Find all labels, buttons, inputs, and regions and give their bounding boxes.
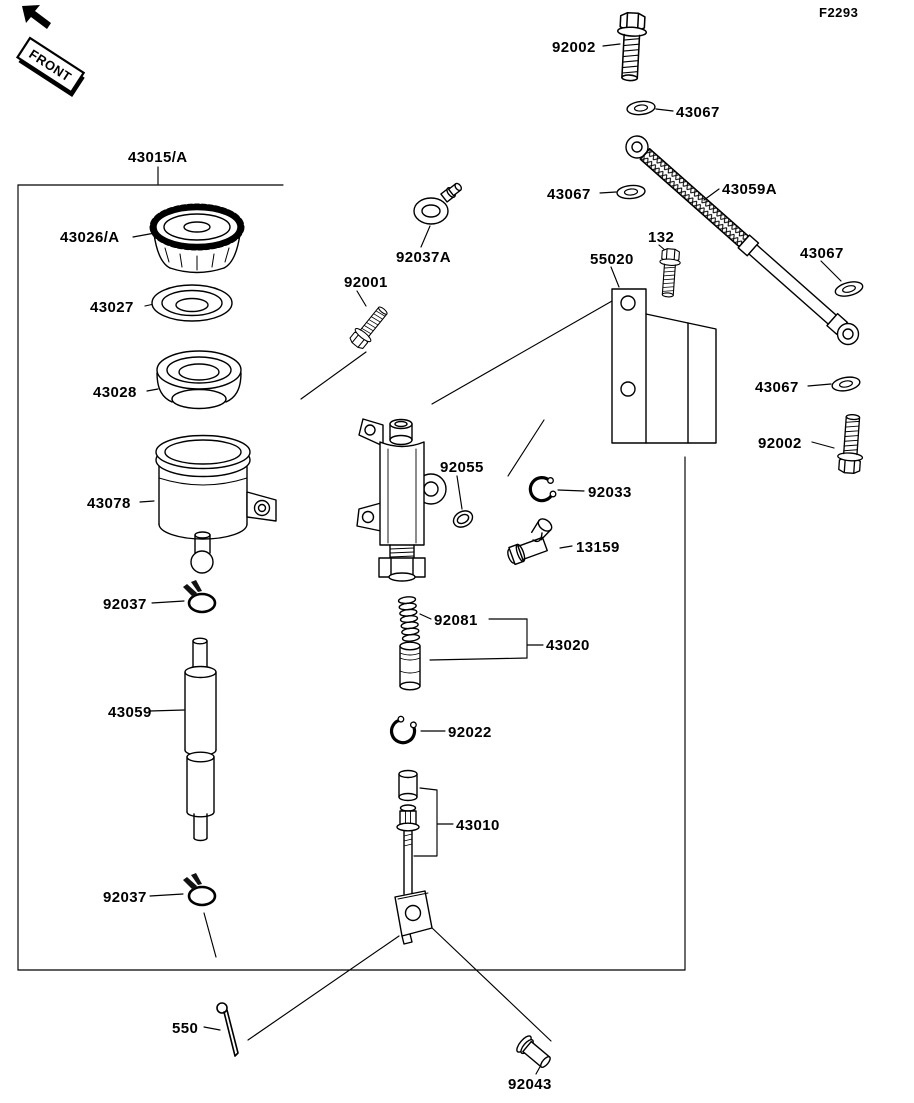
master-cylinder-drawing: [356, 418, 447, 582]
part-label-reservoir-hose: 43059: [108, 704, 152, 721]
part-label-washer-top: 43067: [676, 104, 720, 121]
front-arrow-icon: [22, 5, 51, 29]
part-label-reservoir: 43078: [87, 495, 131, 512]
brake-hose-drawing: [625, 135, 860, 346]
part-label-spring: 92081: [434, 612, 478, 629]
washer-top-drawing: [625, 99, 657, 117]
circlip-92033-drawing: [528, 476, 558, 503]
piston-drawing: [399, 641, 421, 691]
assembly-box-outline: [17, 184, 686, 971]
part-label-clamp-upper: 92037: [103, 596, 147, 613]
part-label-piston-assembly: 43020: [546, 637, 590, 654]
bolt-132-drawing: [656, 247, 682, 299]
part-label-circlip-92033: 92033: [588, 484, 632, 501]
bracket-55020-drawing: [611, 288, 717, 444]
part-label-joint-pin: 92043: [508, 1076, 552, 1093]
o-ring-drawing: [452, 510, 474, 528]
plate-43027-drawing: [151, 284, 233, 322]
part-label-circlip-92022: 92022: [448, 724, 492, 741]
bracket-line-43010: [413, 787, 454, 857]
bracket-line-43020: [429, 618, 544, 661]
part-label-bolt-92001: 92001: [344, 274, 388, 291]
leader-lines: [132, 43, 842, 1075]
spring-drawing: [397, 596, 421, 642]
push-rod-drawing: [394, 804, 433, 945]
rod-cap-drawing: [398, 769, 418, 802]
part-label-diaphragm: 43028: [93, 384, 137, 401]
part-label-washer-right-upper: 43067: [800, 245, 844, 262]
washer-hose-upper-drawing: [615, 183, 647, 201]
part-label-bolt-132: 132: [648, 229, 674, 246]
washer-right-lower-drawing: [830, 374, 862, 394]
part-label-clamp-lower: 92037: [103, 889, 147, 906]
part-label-washer-right-lower: 43067: [755, 379, 799, 396]
part-label-banjo-bolt-top: 92002: [552, 39, 596, 56]
circlip-92022-drawing: [385, 711, 423, 749]
part-label-banjo-bolt-right: 92002: [758, 435, 802, 452]
banjo-bolt-top-drawing: [614, 11, 649, 83]
clamp-lower-drawing: [181, 871, 217, 907]
part-label-push-rod-assembly: 43010: [456, 817, 500, 834]
diaphragm-43028-drawing: [156, 350, 242, 410]
bolt-92001-drawing: [346, 302, 393, 352]
part-label-master-cylinder-assembly: 43015/A: [128, 149, 188, 166]
part-label-brake-hose: 43059A: [722, 181, 777, 198]
fitting-92037a-drawing: [413, 182, 463, 225]
part-label-plate-43027: 43027: [90, 299, 134, 316]
part-label-washer-hose-upper: 43067: [547, 186, 591, 203]
part-label-fitting-92037a: 92037A: [396, 249, 451, 266]
cotter-pin-drawing: [216, 1002, 239, 1057]
figure-code: F2293: [819, 5, 858, 20]
joint-13159-drawing: [507, 518, 553, 566]
connection-lines: [203, 292, 627, 1042]
part-label-reservoir-cap: 43026/A: [60, 229, 120, 246]
front-marker: FRONT: [15, 5, 86, 97]
part-label-o-ring: 92055: [440, 459, 484, 476]
washer-right-upper-drawing: [833, 278, 865, 300]
joint-pin-drawing: [516, 1035, 551, 1068]
clamp-upper-drawing: [181, 578, 217, 614]
reservoir-cap-drawing: [149, 203, 245, 274]
part-label-cotter-pin: 550: [172, 1020, 198, 1037]
part-label-bracket: 55020: [590, 251, 634, 268]
part-label-joint-13159: 13159: [576, 539, 620, 556]
reservoir-43078-drawing: [155, 434, 277, 574]
hose-43059-drawing: [184, 637, 217, 842]
banjo-bolt-right-drawing: [836, 413, 867, 475]
